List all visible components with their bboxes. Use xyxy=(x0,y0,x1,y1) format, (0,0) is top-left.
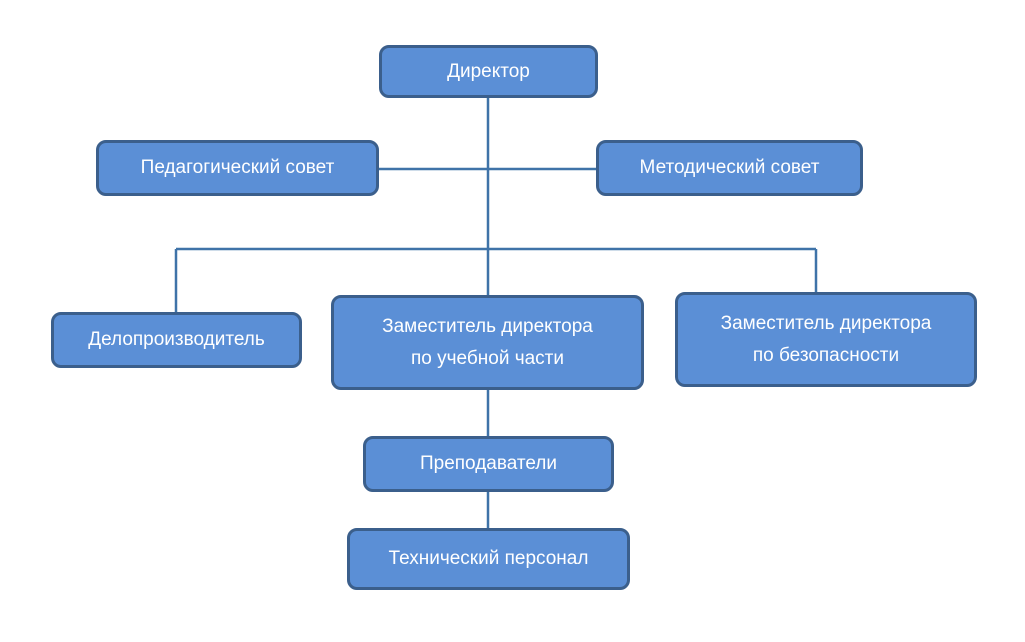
node-deputy-security: Заместитель директора по безопасности xyxy=(675,292,977,387)
node-pedagogical-council-label: Педагогический совет xyxy=(140,157,335,178)
node-deputy-academic-line1: Заместитель директора xyxy=(382,315,593,337)
node-deputy-academic: Заместитель директора по учебной части xyxy=(331,295,644,390)
node-deputy-security-line2: по безопасности xyxy=(752,344,900,366)
node-methodical-council-label: Методический совет xyxy=(639,157,820,178)
node-teachers-label: Преподаватели xyxy=(419,453,558,474)
node-director-label: Директор xyxy=(447,60,530,82)
node-methodical-council: Методический совет xyxy=(596,140,863,196)
node-clerk: Делопроизводитель xyxy=(51,312,302,368)
node-director: Директор xyxy=(379,45,598,98)
node-deputy-security-line1: Заместитель директора xyxy=(720,312,932,334)
node-technical-staff: Технический персонал xyxy=(347,528,630,590)
node-clerk-label: Делопроизводитель xyxy=(88,329,265,350)
node-technical-staff-label: Технический персонал xyxy=(388,548,589,569)
node-teachers: Преподаватели xyxy=(363,436,614,492)
node-deputy-academic-line2: по учебной части xyxy=(410,347,564,369)
node-pedagogical-council: Педагогический совет xyxy=(96,140,379,196)
